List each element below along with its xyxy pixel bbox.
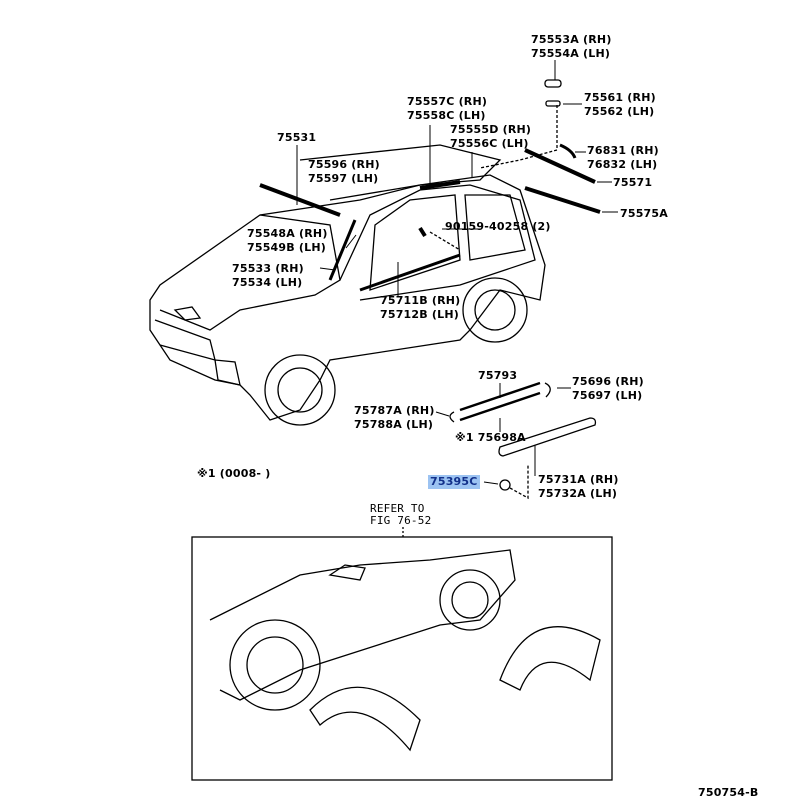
callout-75555D[interactable]: 75555D (RH)75556C (LH): [450, 123, 531, 151]
part-number: 75555D (RH): [450, 123, 532, 136]
part-number: 75711B (RH): [380, 294, 461, 307]
part-number: 75575A: [620, 207, 668, 220]
callout-75787A[interactable]: 75787A (RH)75788A (LH): [354, 404, 435, 432]
callout-75793[interactable]: 75793: [478, 369, 517, 383]
part-number: 90159-40258 (2): [445, 220, 551, 233]
part-number: 75533 (RH): [232, 262, 304, 275]
diagram-id: 750754-B: [698, 786, 759, 799]
part-number: 75554A (LH): [531, 47, 611, 60]
footnote: ※1 (0008- ): [197, 467, 271, 480]
part-number: 75557C (RH): [407, 95, 488, 108]
refer-line: REFER TO: [370, 502, 425, 515]
car-body-drawing: [149, 79, 601, 426]
part-number: 75597 (LH): [308, 172, 379, 185]
part-number: 75696 (RH): [572, 375, 644, 388]
part-number: 75556C (LH): [450, 137, 529, 150]
part-number: 75561 (RH): [584, 91, 656, 104]
part-number: 75731A (RH): [538, 473, 619, 486]
callout-75696[interactable]: 75696 (RH)75697 (LH): [572, 375, 644, 403]
callout-75557C[interactable]: 75557C (RH)75558C (LH): [407, 95, 487, 123]
callout-75395C-highlighted[interactable]: 75395C: [428, 475, 480, 489]
part-number: 75571: [613, 176, 653, 189]
callout-75698A[interactable]: ※1 75698A: [455, 431, 526, 445]
callout-75533[interactable]: 75533 (RH)75534 (LH): [232, 262, 304, 290]
part-number: 75697 (LH): [572, 389, 643, 402]
part-number: 75549B (LH): [247, 241, 326, 254]
callout-75731A[interactable]: 75731A (RH)75732A (LH): [538, 473, 619, 501]
part-number: 75596 (RH): [308, 158, 380, 171]
part-number: 75732A (LH): [538, 487, 618, 500]
callout-75711B[interactable]: 75711B (RH)75712B (LH): [380, 294, 460, 322]
part-number: 75562 (LH): [584, 105, 655, 118]
leader-lines: [296, 60, 618, 485]
reference-box-drawing: [191, 527, 613, 781]
callout-75596[interactable]: 75596 (RH)75597 (LH): [308, 158, 380, 186]
part-number: ※1 75698A: [455, 431, 526, 444]
callout-75553A[interactable]: 75553A (RH)75554A (LH): [531, 33, 612, 61]
part-number: 75531: [277, 131, 317, 144]
part-number: 75788A (LH): [354, 418, 434, 431]
part-number: 76832 (LH): [587, 158, 658, 171]
part-number: 75534 (LH): [232, 276, 303, 289]
callout-75575A[interactable]: 75575A: [620, 207, 668, 221]
callout-90159-40258[interactable]: 90159-40258 (2): [445, 220, 551, 234]
callout-76831[interactable]: 76831 (RH)76832 (LH): [587, 144, 659, 172]
part-number: 75787A (RH): [354, 404, 435, 417]
callout-75531[interactable]: 75531: [277, 131, 316, 145]
part-number: 75793: [478, 369, 518, 382]
callout-75548A[interactable]: 75548A (RH)75549B (LH): [247, 227, 328, 255]
callout-75561[interactable]: 75561 (RH)75562 (LH): [584, 91, 656, 119]
part-number: 76831 (RH): [587, 144, 659, 157]
refer-line: FIG 76-52: [370, 514, 432, 527]
part-number: 75712B (LH): [380, 308, 459, 321]
part-number: 75548A (RH): [247, 227, 328, 240]
part-number: 75558C (LH): [407, 109, 486, 122]
callout-75571[interactable]: 75571: [613, 176, 652, 190]
part-number: 75553A (RH): [531, 33, 612, 46]
